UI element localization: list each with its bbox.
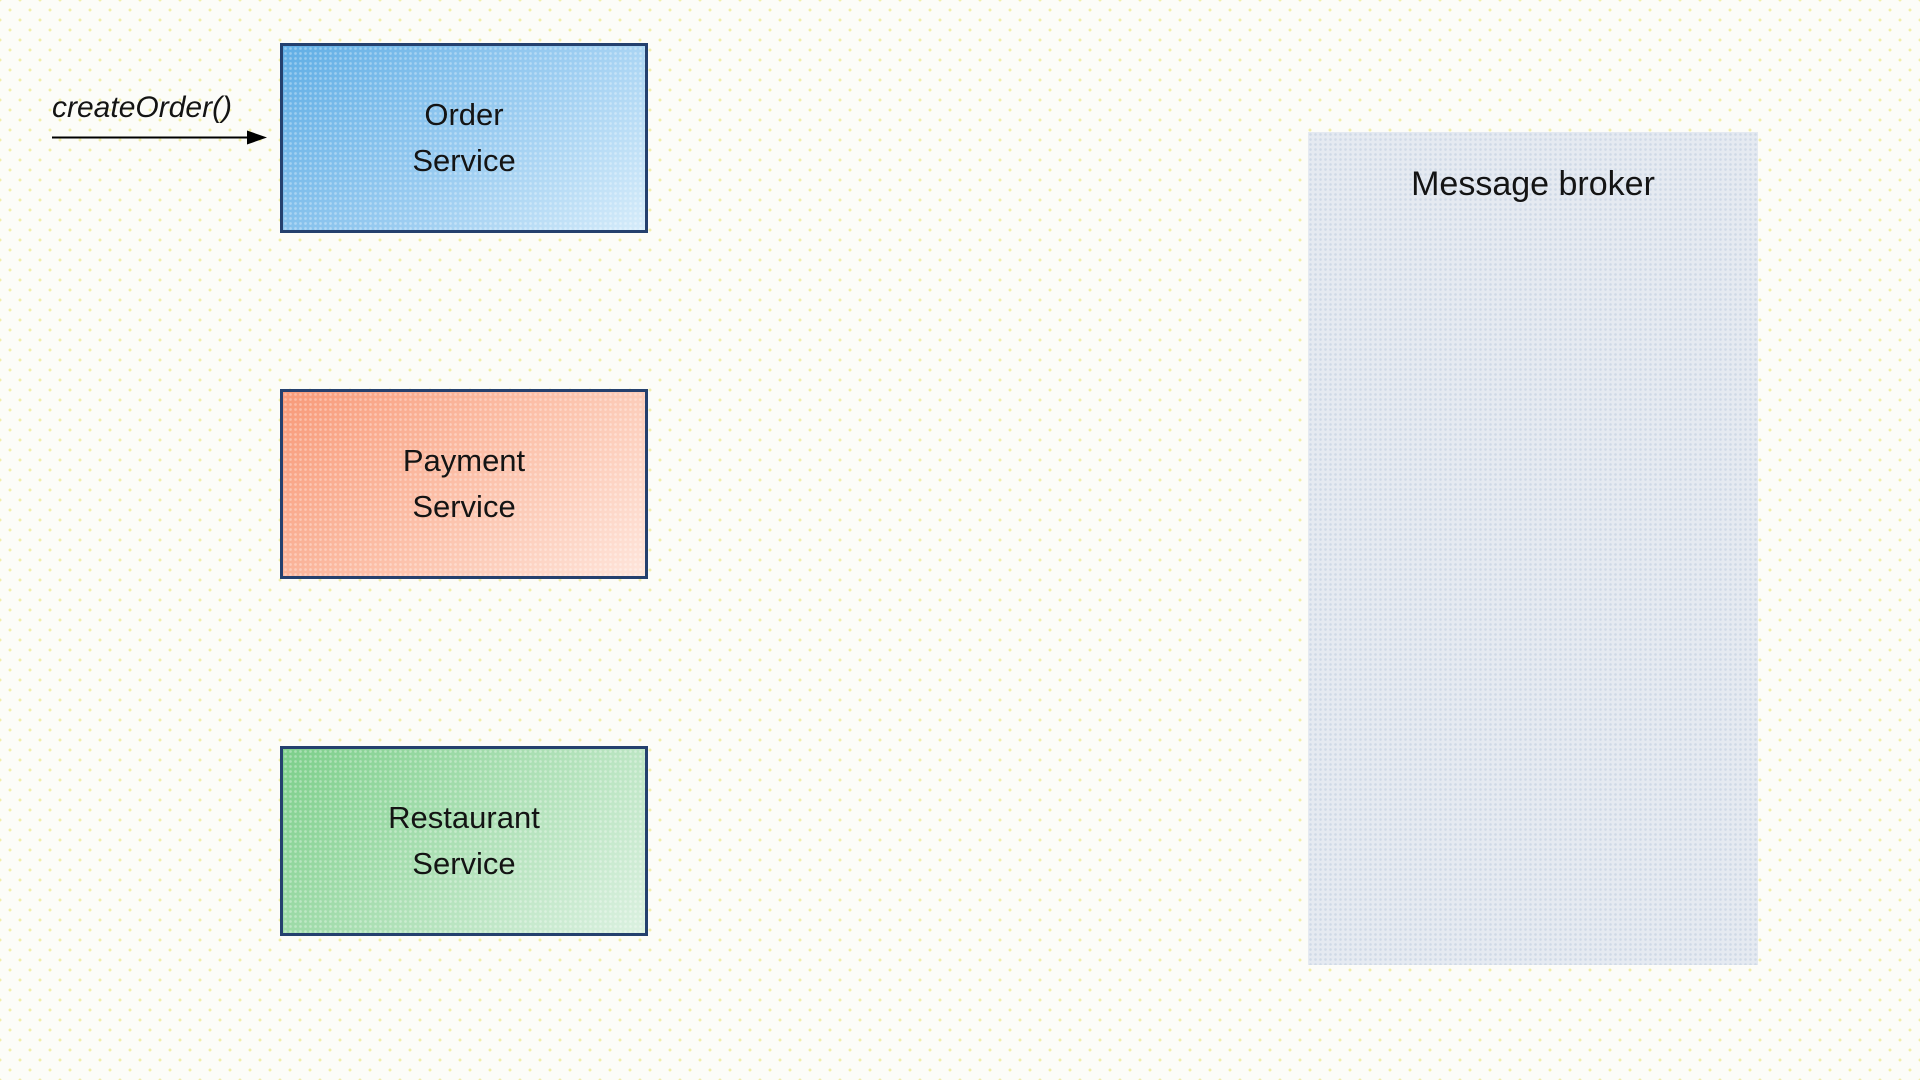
create-order-call-label[interactable]: createOrder() (52, 91, 233, 124)
order-service-label: Order Service (412, 97, 516, 178)
message-broker-zone[interactable]: Message broker (1308, 132, 1758, 965)
restaurant-service-node[interactable]: Restaurant Service (280, 746, 648, 936)
message-broker-label: Message broker (1411, 165, 1655, 203)
order-service-node[interactable]: Order Service (280, 43, 648, 233)
payment-service-label: Payment Service (402, 443, 526, 524)
restaurant-service-label: Restaurant Service (388, 800, 540, 881)
create-order-arrow-icon[interactable] (51, 127, 269, 148)
payment-service-node[interactable]: Payment Service (280, 389, 648, 579)
